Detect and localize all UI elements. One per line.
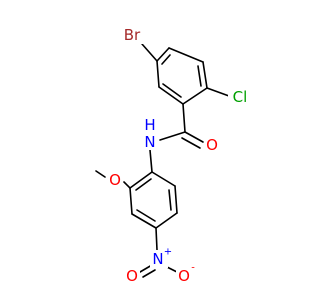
bond-o-methyl bbox=[95, 170, 106, 178]
bond-ring1-e bbox=[156, 60, 160, 88]
atom-h-amide: H bbox=[144, 116, 155, 134]
bond-ring1-f-inner bbox=[161, 54, 171, 65]
bond-ring2-c bbox=[155, 212, 178, 229]
bond-carbonyl-o-a bbox=[184, 131, 204, 143]
bond-ring2-f bbox=[129, 171, 153, 189]
molecule-structure-drawing: Br Cl O N H O N + O O - bbox=[95, 26, 252, 285]
bond-ring2-b bbox=[174, 185, 178, 214]
nitro-n-plus-charge: + bbox=[164, 247, 172, 258]
atom-o-carbonyl: O bbox=[206, 136, 218, 154]
bond-ring2-a bbox=[151, 171, 176, 187]
bond-carbonyl-n bbox=[159, 131, 186, 141]
atom-o-nitro-double: O bbox=[126, 267, 138, 285]
bond-ring2-d bbox=[131, 213, 157, 229]
atom-o-nitro-single: O bbox=[178, 267, 190, 285]
bond-layer bbox=[95, 43, 230, 278]
bond-ring1-f bbox=[156, 47, 170, 62]
bond-ring-carbonyl bbox=[182, 103, 186, 133]
bond-n-ring2 bbox=[149, 149, 153, 173]
bond-c-br bbox=[141, 43, 158, 62]
bond-ring2-d-inner bbox=[136, 209, 156, 222]
atom-n-amide: N bbox=[144, 133, 155, 151]
bond-ring2-e bbox=[129, 187, 133, 215]
bond-ring2-f-inner bbox=[135, 178, 152, 191]
nitro-o-minus-charge: - bbox=[191, 263, 195, 274]
atom-label-layer: Br Cl O N H O N + O O - bbox=[107, 26, 252, 285]
atom-br: Br bbox=[124, 26, 141, 44]
atom-n-nitro: N bbox=[152, 250, 163, 268]
bond-ring-n-nitro bbox=[155, 227, 158, 251]
bond-ring1-b-inner bbox=[197, 65, 202, 87]
bond-c-cl bbox=[206, 87, 230, 97]
bond-carbonyl-o-b bbox=[181, 137, 201, 149]
bond-ring-o-methoxy bbox=[123, 181, 131, 189]
bond-ring1-c bbox=[182, 87, 208, 105]
atom-o-methoxy: O bbox=[109, 171, 121, 189]
bond-ring1-b bbox=[202, 61, 208, 89]
bond-ring1-d-inner bbox=[162, 83, 182, 98]
bond-ring1-d bbox=[158, 86, 184, 105]
bond-ring2-b-inner bbox=[168, 189, 172, 211]
bond-nitro-o-double-b bbox=[142, 269, 156, 278]
bond-ring1-a bbox=[168, 47, 204, 63]
atom-cl: Cl bbox=[233, 88, 248, 106]
